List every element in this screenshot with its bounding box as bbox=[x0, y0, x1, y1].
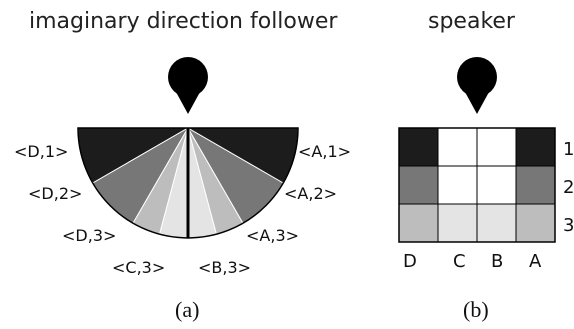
row-label-3: 3 bbox=[563, 215, 574, 236]
label-a2: <A,2> bbox=[284, 184, 338, 203]
panel-a-pin-icon bbox=[168, 57, 208, 114]
label-d2: <D,2> bbox=[28, 184, 83, 203]
grid-cell-r2-c1 bbox=[398, 165, 439, 205]
column-label-d: D bbox=[403, 251, 417, 272]
label-a1: <A,1> bbox=[298, 142, 352, 161]
grid-border bbox=[398, 127, 556, 243]
grid-cell-r2-c3 bbox=[476, 165, 517, 205]
row-label-1: 1 bbox=[563, 139, 574, 160]
caption-b: (b) bbox=[463, 297, 489, 322]
column-label-c: C bbox=[453, 251, 466, 272]
grid-cell-r3-c2 bbox=[437, 203, 478, 243]
grid-cell-r1-c1 bbox=[398, 127, 439, 167]
grid-cell-r2-c4 bbox=[515, 165, 556, 205]
fan-outline bbox=[77, 127, 299, 239]
grid-cell-r3-c1 bbox=[398, 203, 439, 243]
speaker-grid bbox=[398, 127, 556, 243]
label-d3: <D,3> bbox=[62, 226, 117, 245]
label-a3: <A,3> bbox=[246, 226, 300, 245]
column-label-a: A bbox=[529, 251, 542, 272]
panel-a-title: imaginary direction follower bbox=[29, 9, 338, 34]
column-label-b: B bbox=[491, 251, 504, 272]
grid-cell-r1-c2 bbox=[437, 127, 478, 167]
row-label-2: 2 bbox=[563, 177, 574, 198]
label-c3: <C,3> bbox=[112, 258, 166, 277]
panel-b-title: speaker bbox=[428, 9, 515, 34]
direction-fan bbox=[77, 126, 299, 239]
label-d1: <D,1> bbox=[14, 142, 69, 161]
grid-cell-r3-c4 bbox=[515, 203, 556, 243]
grid-cell-r1-c3 bbox=[476, 127, 517, 167]
caption-a: (a) bbox=[175, 297, 200, 322]
grid-cell-r2-c2 bbox=[437, 165, 478, 205]
grid-cell-r3-c3 bbox=[476, 203, 517, 243]
panel-b-pin-icon bbox=[457, 57, 497, 114]
grid-cell-r1-c4 bbox=[515, 127, 556, 167]
label-b3: <B,3> bbox=[198, 258, 252, 277]
